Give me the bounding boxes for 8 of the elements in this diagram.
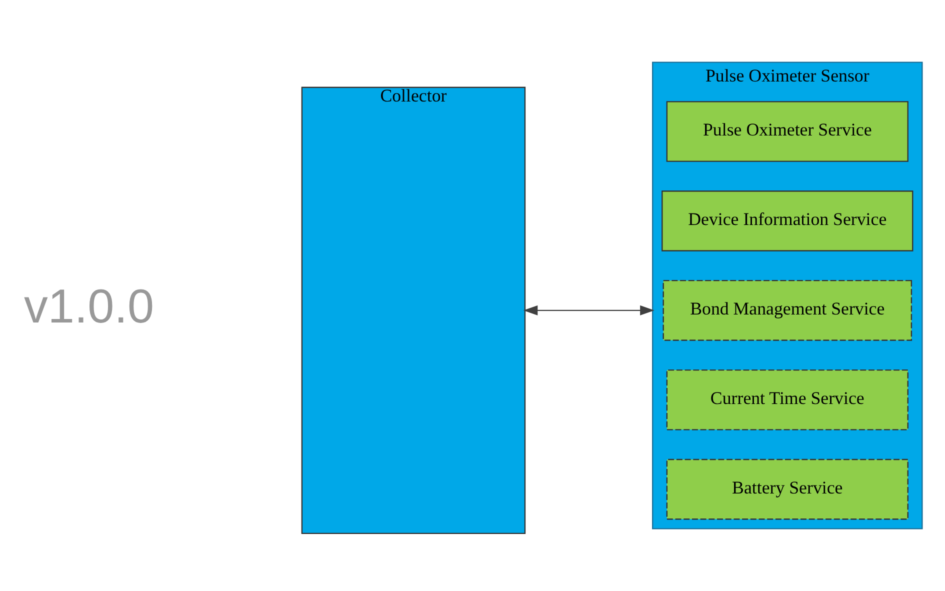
label: v1.0.0: [24, 280, 154, 334]
node-box: Collector: [301, 86, 526, 534]
node-box: Device Information Service: [662, 190, 914, 252]
node-box: Pulse Oximeter Service: [666, 101, 908, 162]
node-box: Bond Management Service: [662, 280, 912, 341]
arrow: [523, 305, 654, 316]
node-box: Battery Service: [666, 458, 908, 520]
node-box: Current Time Service: [666, 369, 908, 430]
